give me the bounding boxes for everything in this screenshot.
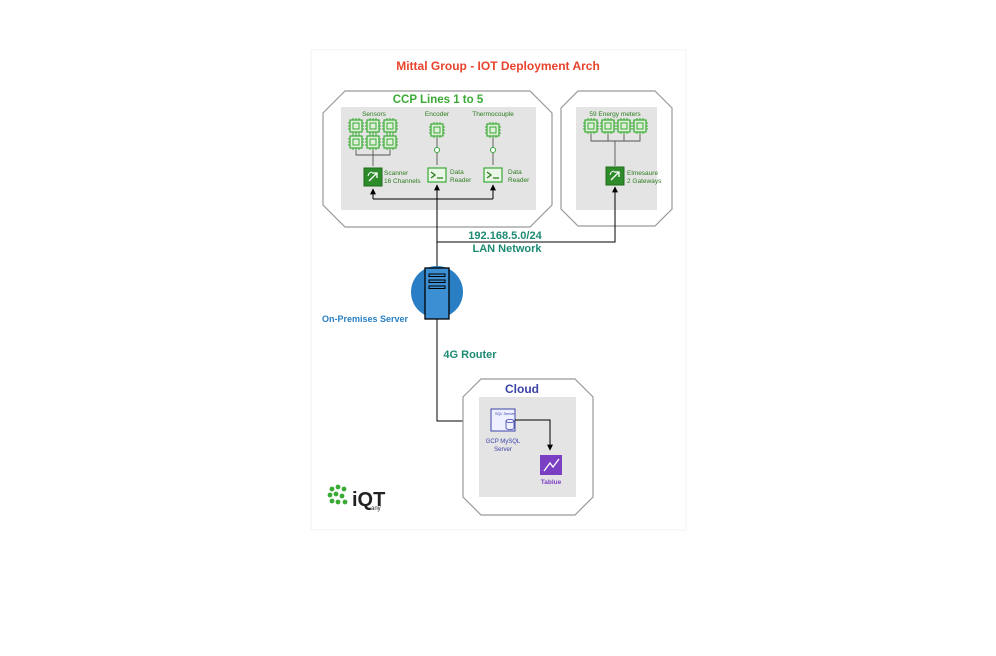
lan-network-label: LAN Network <box>472 243 542 255</box>
reader-label-2: Reader <box>508 177 530 184</box>
mysql-to-tableau-link <box>515 419 553 451</box>
scanner-channels-label: 16 Channels <box>384 178 421 185</box>
lan-to-energy-link <box>437 186 618 243</box>
tableau-label: Tablue <box>541 479 562 486</box>
sensor-chip-icon <box>364 133 382 151</box>
reader-label: Data <box>508 169 522 176</box>
encoder-label: Encoder <box>425 111 450 118</box>
reader-label-2: Reader <box>450 177 472 184</box>
scanner-gateway-icon <box>363 167 383 187</box>
server-label: On-Premises Server <box>322 314 409 324</box>
sensors-label: Sensors <box>362 111 387 118</box>
energy-meter-icon <box>582 117 600 135</box>
thermocouple-chip-icon <box>484 121 502 139</box>
elmesaure-gateway-icon <box>605 166 625 186</box>
sensor-chip-icon <box>347 133 365 151</box>
cloud-title: Cloud <box>505 382 539 396</box>
router-label: 4G Router <box>443 349 497 361</box>
logo-subtext: any <box>371 506 381 512</box>
data-reader-icon <box>483 167 503 183</box>
iqt-logo: iQT any <box>327 484 385 512</box>
sensor-wires <box>355 150 391 166</box>
subnet-label: 192.168.5.0/24 <box>468 230 542 242</box>
data-reader-icon <box>427 167 447 183</box>
energy-meter-icon <box>615 117 633 135</box>
sensor-chip-icon <box>364 117 382 135</box>
mysql-label: GCP MySQL <box>486 439 521 445</box>
thermocouple-label: Thermocouple <box>472 111 514 118</box>
reader-label: Data <box>450 169 464 176</box>
mysql-server-label: Server <box>494 447 512 453</box>
ccp-title: CCP Lines 1 to 5 <box>393 94 484 106</box>
gateway-label: Elmesaure <box>627 170 658 177</box>
sensor-chip-icon <box>381 133 399 151</box>
sensor-chip-icon <box>381 117 399 135</box>
sql-server-badge: SQL Server <box>495 412 515 416</box>
server-icon <box>424 267 450 320</box>
gateway-count-label: 2 Gateways <box>627 178 662 185</box>
diagram-title: Mittal Group - IOT Deployment Arch <box>396 59 600 73</box>
tableau-icon <box>540 455 562 475</box>
sensor-chip-icon <box>347 117 365 135</box>
scanner-label: Scanner <box>384 170 409 177</box>
energy-meter-icon <box>631 117 649 135</box>
logo-text: iQT <box>352 489 385 511</box>
encoder-chip-icon <box>428 121 446 139</box>
energy-meters-label: 59 Energy meters <box>589 111 641 118</box>
energy-meter-icon <box>599 117 617 135</box>
